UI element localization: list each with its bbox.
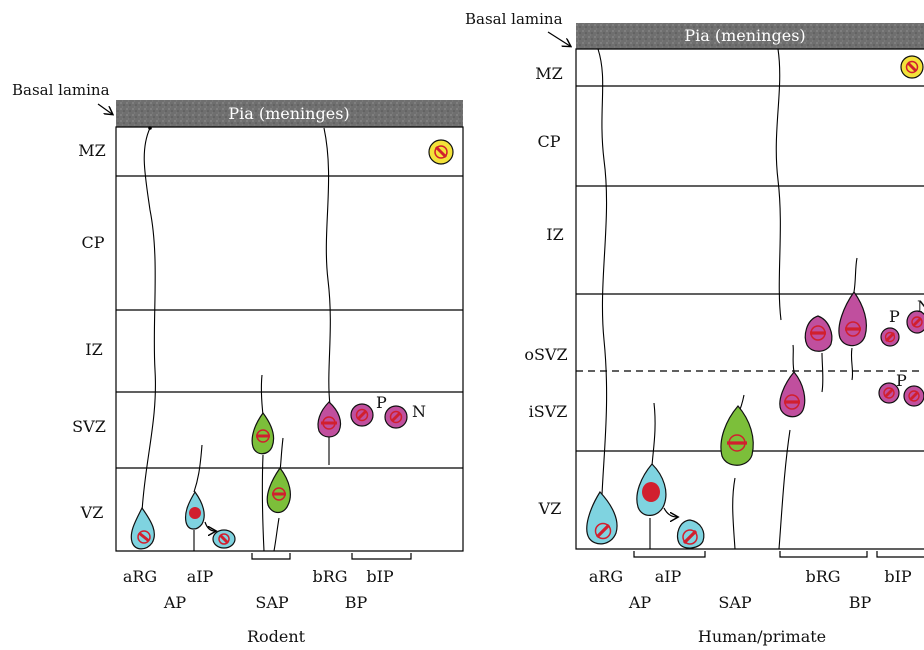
primate-osvz-label-p: P <box>889 307 900 326</box>
primate-brg-mid-process <box>821 352 824 393</box>
primate-mz-neuron <box>900 55 924 79</box>
rodent-bracket-bip <box>351 553 412 560</box>
primate-brg-upper-process <box>850 257 858 381</box>
primate-caption: Human/primate <box>698 627 826 646</box>
rodent-label-aip: aIP <box>187 567 214 586</box>
primate-zone-isvz: iSVZ <box>529 402 568 421</box>
rodent-zone-mz: MZ <box>78 141 106 160</box>
primate-frame <box>575 48 924 550</box>
rodent-basal-lamina-arrow <box>97 103 112 114</box>
primate-label-arg: aRG <box>589 567 623 586</box>
rodent-brg-cell <box>317 401 342 438</box>
rodent-bip-cell-p <box>350 403 374 427</box>
primate-brg-cell-lower <box>779 371 806 418</box>
rodent-arg-fiber <box>141 127 156 513</box>
primate-pia-band <box>576 23 924 49</box>
primate-brg-cell-upper <box>838 290 867 347</box>
primate-aip-daughter-cell <box>676 519 705 549</box>
rodent-bracket-sap <box>251 553 291 560</box>
primate-zone-mz: MZ <box>535 64 563 83</box>
primate-zone-osvz: oSVZ <box>524 345 567 364</box>
rodent-group-bp: BP <box>345 593 368 612</box>
rodent-basal-lamina-label: Basal lamina <box>12 81 110 99</box>
primate-arg-cell <box>586 491 618 545</box>
rodent-group-ap: AP <box>163 593 187 612</box>
primate-group-bp: BP <box>849 593 872 612</box>
rodent-aip-process <box>193 444 203 493</box>
rodent-panel: Basal lamina Pia (meninges) MZ CP IZ SVZ… <box>12 81 464 646</box>
primate-group-ap: AP <box>628 593 652 612</box>
rodent-pia-label: Pia (meninges) <box>228 104 349 123</box>
rodent-mz-neuron <box>428 139 454 165</box>
primate-bip-osvz-p <box>880 327 900 347</box>
rodent-zone-cp: CP <box>81 233 104 252</box>
primate-panel: Basal lamina Pia (meninges) MZ CP IZ oSV… <box>465 10 924 646</box>
primate-zone-iz: IZ <box>546 225 563 244</box>
primate-arg-fiber <box>597 48 608 496</box>
primate-brg-cell-mid <box>804 315 833 352</box>
primate-aip-division-arrow <box>663 507 677 517</box>
primate-group-sap: SAP <box>718 593 752 612</box>
rodent-arg-cell <box>130 506 155 550</box>
primate-isvz-label-p: P <box>896 371 907 390</box>
rodent-sap-cell-2 <box>266 466 291 514</box>
primate-osvz-label-n: N <box>917 297 924 316</box>
rodent-label-arg: aRG <box>123 567 157 586</box>
primate-bip-isvz-1 <box>878 382 900 404</box>
primate-aip-process <box>651 402 656 467</box>
rodent-group-sap: SAP <box>255 593 289 612</box>
rodent-zone-svz: SVZ <box>72 417 106 436</box>
rodent-zone-vz: VZ <box>80 503 104 522</box>
primate-brg-fiber-lower <box>778 429 791 550</box>
rodent-zone-iz: IZ <box>85 340 102 359</box>
rodent-sap-process-1 <box>260 374 265 552</box>
primate-label-brg: bRG <box>805 567 840 586</box>
rodent-caption: Rodent <box>247 627 306 646</box>
rodent-aip-cell <box>184 490 205 530</box>
primate-bracket-bip <box>876 551 924 558</box>
rodent-pia-band <box>116 100 463 127</box>
primate-sap-cell <box>720 405 754 466</box>
rodent-label-p: P <box>376 393 387 412</box>
primate-bip-osvz-n <box>906 310 924 334</box>
rodent-bip-cell-n <box>384 405 408 429</box>
rodent-brg-fiber <box>323 127 331 406</box>
primate-zone-vz: VZ <box>538 499 562 518</box>
primate-label-bip: bIP <box>884 567 912 586</box>
primate-basal-lamina-arrow <box>547 31 570 46</box>
rodent-aip-daughter-cell <box>212 529 236 549</box>
primate-bip-isvz-2 <box>903 385 924 407</box>
rodent-sap-cell-1 <box>251 411 275 455</box>
rodent-aip-division-arrow <box>204 521 215 531</box>
rodent-frame <box>115 126 464 552</box>
primate-zone-cp: CP <box>537 132 560 151</box>
primate-label-aip: aIP <box>655 567 682 586</box>
primate-aip-cell <box>636 463 667 516</box>
primate-bracket-brg <box>779 551 868 558</box>
rodent-label-bip: bIP <box>366 567 394 586</box>
primate-pia-label: Pia (meninges) <box>684 26 805 45</box>
primate-brg-lower-process <box>792 344 795 373</box>
primate-brg-fiber-long <box>775 48 782 321</box>
rodent-label-n: N <box>412 402 426 421</box>
primate-bracket-aip <box>633 551 706 558</box>
rodent-label-brg: bRG <box>312 567 347 586</box>
primate-basal-lamina-label: Basal lamina <box>465 10 563 28</box>
